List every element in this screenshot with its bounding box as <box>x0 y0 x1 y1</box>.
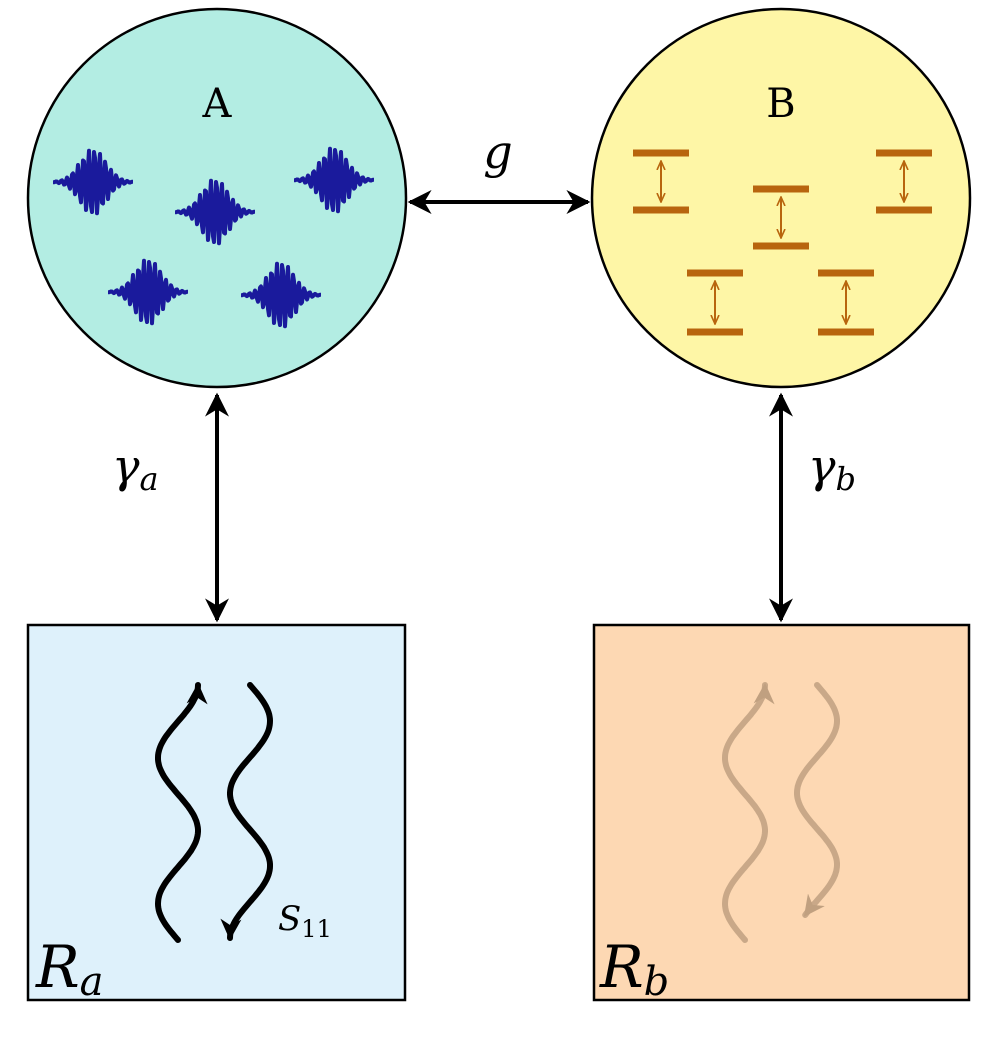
two-level-system-icon <box>753 185 809 250</box>
coupling-g: g <box>407 125 591 214</box>
wave-packet-icon <box>240 261 322 329</box>
two-level-system-icon <box>876 149 932 214</box>
s11-label: S11 <box>278 899 332 943</box>
reservoir-a-label: Ra <box>35 933 104 1005</box>
reservoir-b-label: Rb <box>599 933 669 1005</box>
wavy-arrow-icon <box>794 682 840 918</box>
coupling-g-label: g <box>483 125 512 179</box>
reservoir-b: Rb <box>592 623 971 1005</box>
two-level-system-icon <box>818 269 874 336</box>
wave-packet-icon <box>293 146 375 214</box>
node-b-label: B <box>766 81 795 127</box>
wave-packets <box>52 146 375 329</box>
gamma-b-label: γb <box>808 439 856 498</box>
gamma-a-label: γa <box>112 439 159 498</box>
reservoir-a: S11 Ra <box>26 623 407 1005</box>
coupling-gamma-b: γb <box>769 392 856 623</box>
two-level-systems <box>633 149 932 336</box>
coupling-gamma-a: γa <box>112 392 229 623</box>
wave-packet-icon <box>174 178 256 246</box>
reservoir-a-box <box>26 623 407 1002</box>
node-b: B <box>590 7 972 389</box>
node-a: A <box>26 7 408 389</box>
wavy-arrow-icon <box>220 682 274 941</box>
wavy-arrow-icon <box>721 682 775 943</box>
reservoir-b-box <box>592 623 971 1002</box>
wavy-arrow-icon <box>154 682 208 943</box>
two-level-system-icon <box>633 149 689 214</box>
wave-packet-icon <box>52 148 134 216</box>
wave-packet-icon <box>107 258 189 326</box>
node-a-label: A <box>202 81 233 127</box>
two-level-system-icon <box>687 269 743 336</box>
